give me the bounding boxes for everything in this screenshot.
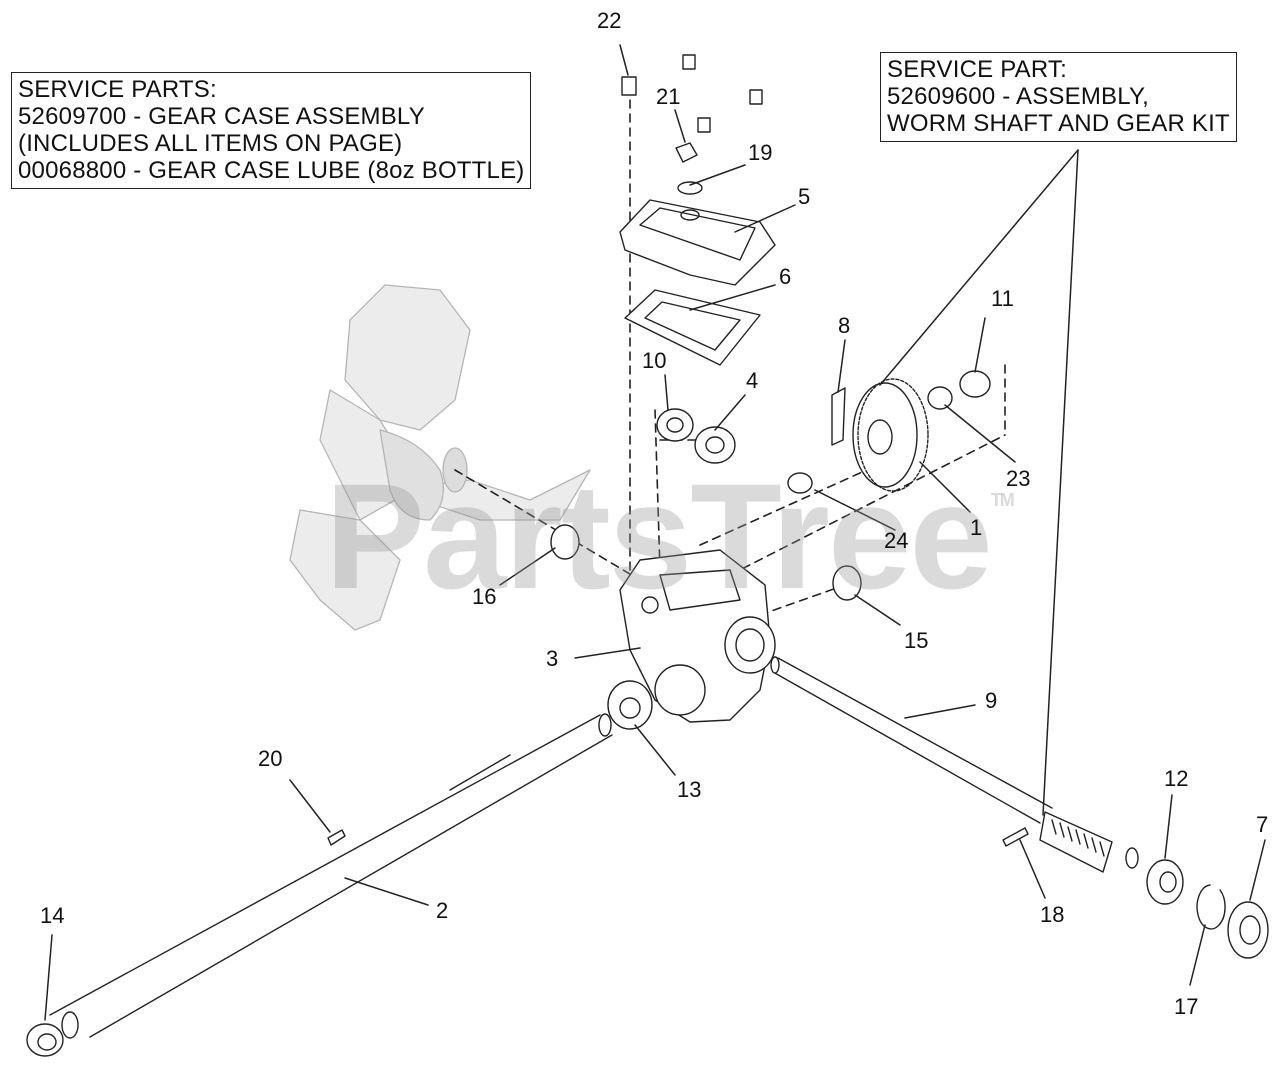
impeller-shaft — [49, 713, 613, 1039]
bearing-13 — [607, 680, 653, 730]
gear-case-cover — [619, 199, 776, 286]
bearing-16 — [550, 524, 580, 560]
trademark-mark: TM — [990, 490, 1015, 510]
seal-14 — [26, 1023, 64, 1057]
part-label-22: 22 — [597, 8, 622, 33]
part-label-13: 13 — [677, 777, 702, 802]
part-label-6: 6 — [779, 264, 792, 289]
service-parts-line-2: 52609700 - GEAR CASE ASSEMBLY — [18, 103, 425, 130]
washer-23 — [927, 386, 953, 410]
part-label-10: 10 — [642, 348, 667, 373]
service-parts-line-3: (INCLUDES ALL ITEMS ON PAGE) — [18, 130, 403, 157]
woodruff-key — [327, 829, 346, 846]
part-label-16: 16 — [472, 584, 497, 609]
service-part-line-1: SERVICE PART: — [887, 56, 1067, 83]
part-label-4: 4 — [746, 368, 759, 393]
part-label-3: 3 — [546, 646, 559, 671]
seal-7 — [1227, 901, 1269, 959]
gear-case-housing — [619, 549, 776, 723]
bearing-11 — [959, 370, 991, 398]
part-label-11: 11 — [991, 286, 1014, 311]
service-part-callout: SERVICE PART: 52609600 - ASSEMBLY, WORM … — [880, 52, 1237, 142]
part-label-18: 18 — [1040, 902, 1065, 927]
part-label-1: 1 — [970, 515, 983, 540]
part-label-5: 5 — [798, 184, 811, 209]
service-part-line-3: WORM SHAFT AND GEAR KIT — [887, 110, 1230, 137]
service-parts-callout: SERVICE PARTS: 52609700 - GEAR CASE ASSE… — [11, 72, 532, 189]
leader-lines — [44, 44, 1266, 1021]
retaining-ring-24 — [787, 472, 813, 494]
bearing-15 — [832, 565, 862, 601]
part-label-15: 15 — [904, 628, 929, 653]
thrust-key — [831, 387, 846, 446]
bolts — [621, 54, 763, 195]
part-label-17: 17 — [1174, 994, 1199, 1019]
part-label-12: 12 — [1164, 766, 1189, 791]
part-label-7: 7 — [1256, 812, 1269, 837]
part-label-21: 21 — [656, 84, 681, 109]
gasket — [624, 289, 761, 366]
part-label-2: 2 — [436, 898, 449, 923]
worm-gear — [852, 378, 929, 492]
part-label-19: 19 — [748, 140, 773, 165]
part-label-14: 14 — [40, 903, 65, 928]
bearing-12 — [1146, 859, 1184, 905]
part-label-23: 23 — [1006, 466, 1031, 491]
worm-shaft — [770, 656, 1139, 873]
watermark: PartsTreeTM — [325, 450, 1015, 623]
snap-ring-17 — [1196, 884, 1226, 930]
part-label-8: 8 — [838, 313, 851, 338]
part-label-24: 24 — [884, 528, 909, 553]
bearings-10-4 — [656, 408, 736, 464]
roll-pin — [1002, 827, 1029, 847]
service-part-line-2: 52609600 - ASSEMBLY, — [887, 83, 1149, 110]
part-label-9: 9 — [985, 688, 998, 713]
part-label-20: 20 — [258, 746, 283, 771]
service-parts-line-1: SERVICE PARTS: — [18, 76, 217, 103]
service-parts-line-4: 00068800 - GEAR CASE LUBE (8oz BOTTLE) — [18, 157, 525, 184]
watermark-text: PartsTree — [325, 452, 993, 620]
